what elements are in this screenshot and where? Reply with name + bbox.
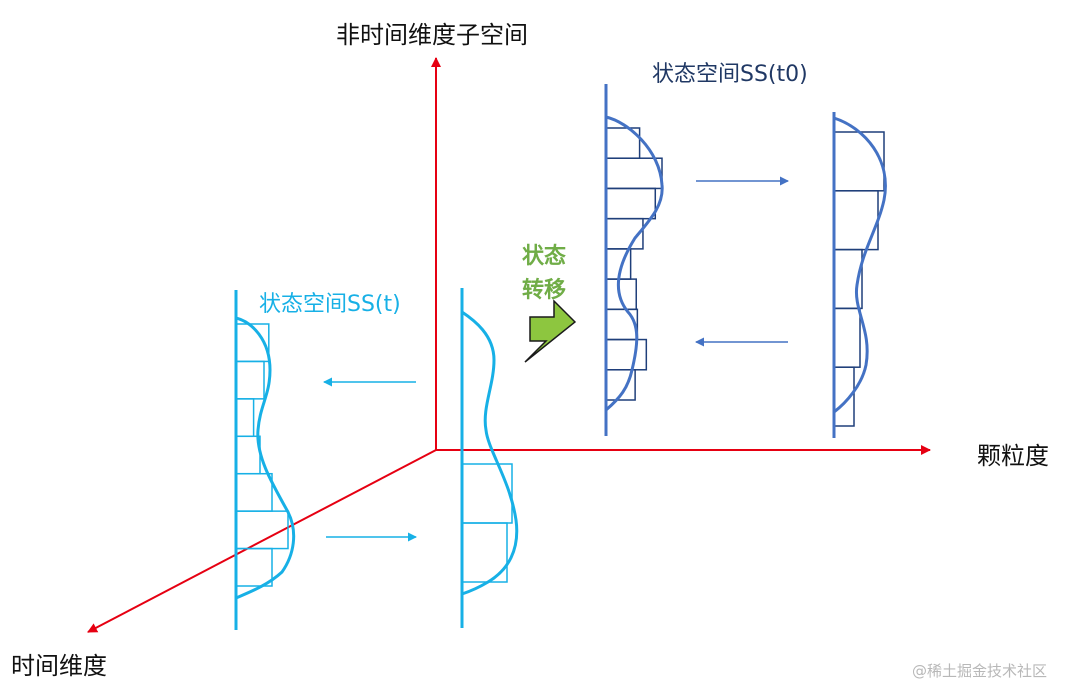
watermark: @稀土掘金技术社区	[912, 662, 1048, 680]
ss-t-right-bar-1	[461, 463, 513, 524]
ss-t-left-bar-4	[235, 435, 261, 475]
ss-t0-right-bar-1	[833, 131, 885, 192]
depth-axis-label: 时间维度	[11, 652, 107, 680]
ss-t0-left-bar-3	[605, 187, 657, 220]
ss-t-label: 状态空间SS(t)	[259, 292, 401, 317]
ss-t0-left-bar-7	[605, 308, 639, 341]
ss-t0-left-bar-8	[605, 338, 648, 371]
depth-axis	[87, 449, 437, 633]
state-transition-label-line2: 转移	[522, 278, 567, 303]
state-transition-label-line1: 状态	[522, 244, 567, 269]
ss-t0-label: 状态空间SS(t0)	[652, 62, 808, 87]
ss-t-left-bar-7	[235, 547, 273, 587]
ss-t0-left-density-curve	[605, 115, 664, 412]
ss-t-left-bar-5	[235, 472, 273, 512]
ss-t-left-bar-6	[235, 510, 289, 550]
vertical-axis-label: 非时间维度子空间	[336, 21, 528, 49]
ss-t0-left-bar-2	[605, 157, 663, 190]
ss-t-left-bar-2	[235, 360, 265, 400]
horizontal-axis-label: 颗粒度	[977, 442, 1049, 470]
ss-t-left-bar-3	[235, 398, 255, 438]
ss-t0-right-bar-4	[833, 307, 861, 368]
state-transition-label: 状态 转移	[522, 240, 566, 308]
ss-t-right-density-curve	[461, 310, 519, 596]
ss-t0-left-bar-6	[605, 278, 637, 311]
ss-t0-right-density-curve	[833, 116, 887, 414]
state-transition-arrow-icon	[524, 299, 577, 363]
ss-t0-right-bar-2	[833, 190, 879, 251]
ss-t-left-density-curve	[235, 316, 296, 600]
